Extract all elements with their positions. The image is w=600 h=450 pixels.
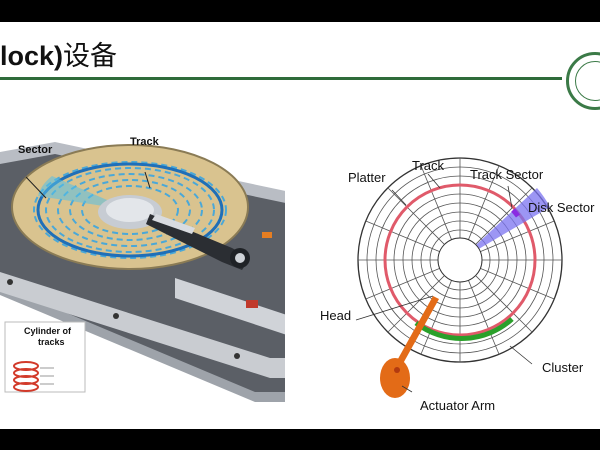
slide-title-english: lock): [0, 41, 64, 71]
highlighted-track: [36, 162, 224, 258]
sector-leader-line: [25, 176, 47, 199]
platter-diagram: Platter Track Track Sector Disk Sector H…: [300, 130, 600, 420]
sector-divider: [387, 275, 445, 333]
actuator-arm-beam: [394, 296, 439, 369]
track-ring: [81, 185, 179, 235]
slide-title: lock)设备: [0, 34, 117, 73]
logo-inner-ring: [575, 61, 600, 101]
front-rail: [0, 272, 285, 378]
cluster-leader: [509, 345, 533, 365]
title-underline: [0, 77, 562, 80]
sector-divider-lines: [358, 158, 562, 362]
sector-divider: [468, 165, 500, 240]
actuator-arm-pivot: [380, 358, 410, 398]
sector-divider: [420, 165, 452, 240]
label-actuator-arm: Actuator Arm: [420, 398, 496, 413]
platter-leader: [391, 189, 407, 206]
slide: lock)设备: [0, 22, 600, 429]
label-disk-sector: Disk Sector: [528, 200, 595, 215]
disk-sector-wedge: [460, 188, 550, 260]
slide-title-chinese: 设备: [63, 41, 118, 71]
connector-orange: [262, 232, 272, 238]
label-sector: Sector: [18, 144, 53, 156]
track-ring: [45, 167, 215, 253]
screw-hole: [234, 353, 240, 359]
magnet-block: [175, 278, 290, 336]
sector-divider: [475, 275, 533, 333]
sector-divider: [365, 220, 440, 252]
track-sector-leader: [507, 185, 513, 209]
track-sector-arc: [511, 208, 521, 218]
track-ring: [57, 173, 203, 247]
sector-divider: [475, 187, 533, 245]
arm-pivot-cap: [235, 253, 245, 263]
label-head: Head: [320, 308, 352, 323]
label-track-diagram: Track: [412, 158, 445, 173]
track-leader-line: [144, 171, 151, 189]
sector-divider: [468, 280, 500, 355]
cylinder-inset-box: [4, 321, 86, 393]
sector-divider: [420, 280, 452, 355]
label-cylinder-line1: Cylinder of: [24, 326, 72, 336]
spindle-cap: [106, 198, 154, 222]
arm-slider: [152, 214, 195, 234]
connector-red: [246, 300, 258, 308]
label-track-sector: Track Sector: [470, 167, 544, 182]
cylinder-ring: [13, 382, 39, 392]
actuator-arm-dot: [394, 367, 400, 373]
spindle-hole: [437, 237, 483, 283]
sector-divider: [365, 268, 440, 300]
actuator-arm-leader: [401, 385, 413, 393]
university-logo: [566, 52, 600, 110]
track-ring: [33, 161, 227, 259]
bottom-black-bar: [0, 429, 600, 450]
screw-hole: [7, 279, 13, 285]
hard-drive-svg: [0, 142, 290, 402]
label-platter: Platter: [348, 170, 386, 185]
hard-drive-illustration: Sector Track Cylinder of tracks: [0, 130, 290, 402]
actuator-arm: [146, 214, 250, 270]
platter-diagram-svg: [355, 157, 563, 398]
platter-edge: [11, 144, 249, 270]
screw-hole: [113, 313, 119, 319]
sector-divider: [387, 187, 445, 245]
head-leader: [355, 295, 434, 321]
track-ring: [69, 179, 191, 241]
sector-divider: [480, 220, 555, 252]
label-track: Track: [130, 136, 159, 148]
highlighted-track-ring: [383, 183, 537, 337]
track-leader: [427, 173, 441, 189]
cluster-arc: [414, 317, 514, 341]
label-cylinder-line2: tracks: [38, 337, 65, 347]
sector-divider: [480, 268, 555, 300]
label-cluster: Cluster: [542, 360, 584, 375]
